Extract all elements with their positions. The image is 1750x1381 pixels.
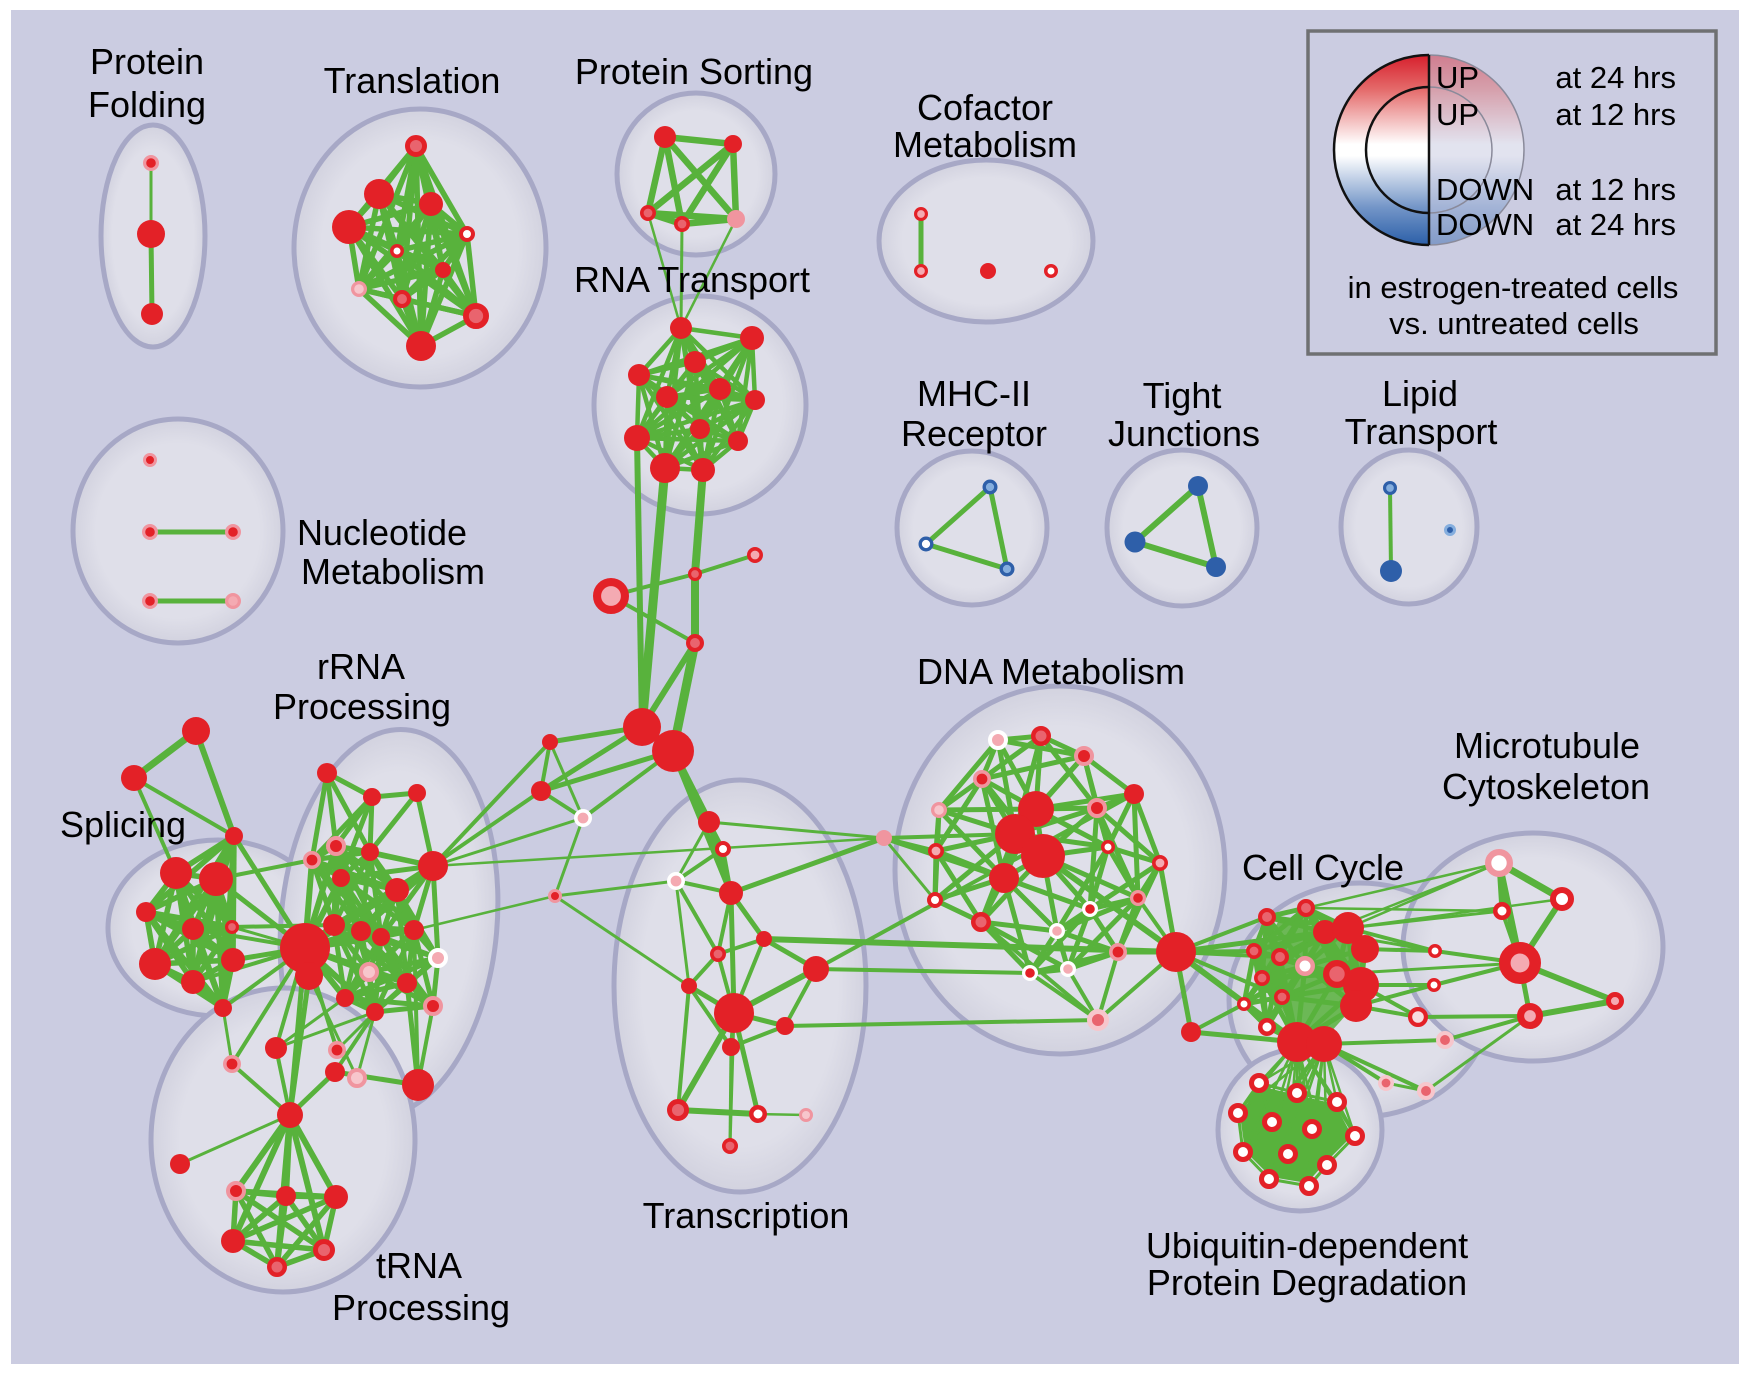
svg-text:in estrogen-treated cells: in estrogen-treated cells <box>1348 270 1679 305</box>
svg-text:Folding: Folding <box>88 84 206 125</box>
svg-text:Junctions: Junctions <box>1108 413 1260 454</box>
svg-text:DOWN: DOWN <box>1436 172 1534 207</box>
svg-text:at 12 hrs: at 12 hrs <box>1555 172 1676 207</box>
svg-text:RNA Transport: RNA Transport <box>574 259 810 300</box>
svg-text:at 24 hrs: at 24 hrs <box>1555 207 1676 242</box>
svg-text:UP: UP <box>1436 97 1479 132</box>
svg-text:Cell Cycle: Cell Cycle <box>1242 847 1404 888</box>
svg-text:MHC-II: MHC-II <box>917 373 1031 414</box>
svg-text:Splicing: Splicing <box>60 804 186 845</box>
svg-text:vs. untreated cells: vs. untreated cells <box>1389 306 1639 341</box>
svg-text:Nucleotide: Nucleotide <box>297 512 467 553</box>
svg-text:Transport: Transport <box>1345 411 1498 452</box>
svg-text:at 24 hrs: at 24 hrs <box>1555 60 1676 95</box>
svg-text:Translation: Translation <box>324 60 501 101</box>
svg-text:Protein Degradation: Protein Degradation <box>1147 1262 1467 1303</box>
svg-text:Cytoskeleton: Cytoskeleton <box>1442 766 1650 807</box>
svg-text:rRNA: rRNA <box>317 646 405 687</box>
svg-text:Protein Sorting: Protein Sorting <box>575 51 813 92</box>
svg-text:Tight: Tight <box>1143 375 1222 416</box>
svg-text:Microtubule: Microtubule <box>1454 725 1640 766</box>
svg-text:Cofactor: Cofactor <box>917 87 1053 128</box>
svg-text:DOWN: DOWN <box>1436 207 1534 242</box>
svg-text:Protein: Protein <box>90 41 204 82</box>
svg-text:UP: UP <box>1436 60 1479 95</box>
svg-text:DNA Metabolism: DNA Metabolism <box>917 651 1185 692</box>
svg-text:Receptor: Receptor <box>901 413 1047 454</box>
svg-text:Transcription: Transcription <box>643 1195 850 1236</box>
svg-text:tRNA: tRNA <box>376 1245 462 1286</box>
svg-text:Ubiquitin-dependent: Ubiquitin-dependent <box>1146 1225 1468 1266</box>
svg-text:Metabolism: Metabolism <box>301 551 485 592</box>
svg-text:at 12 hrs: at 12 hrs <box>1555 97 1676 132</box>
svg-text:Processing: Processing <box>332 1287 510 1328</box>
svg-text:Processing: Processing <box>273 686 451 727</box>
svg-text:Lipid: Lipid <box>1382 373 1458 414</box>
svg-text:Metabolism: Metabolism <box>893 124 1077 165</box>
